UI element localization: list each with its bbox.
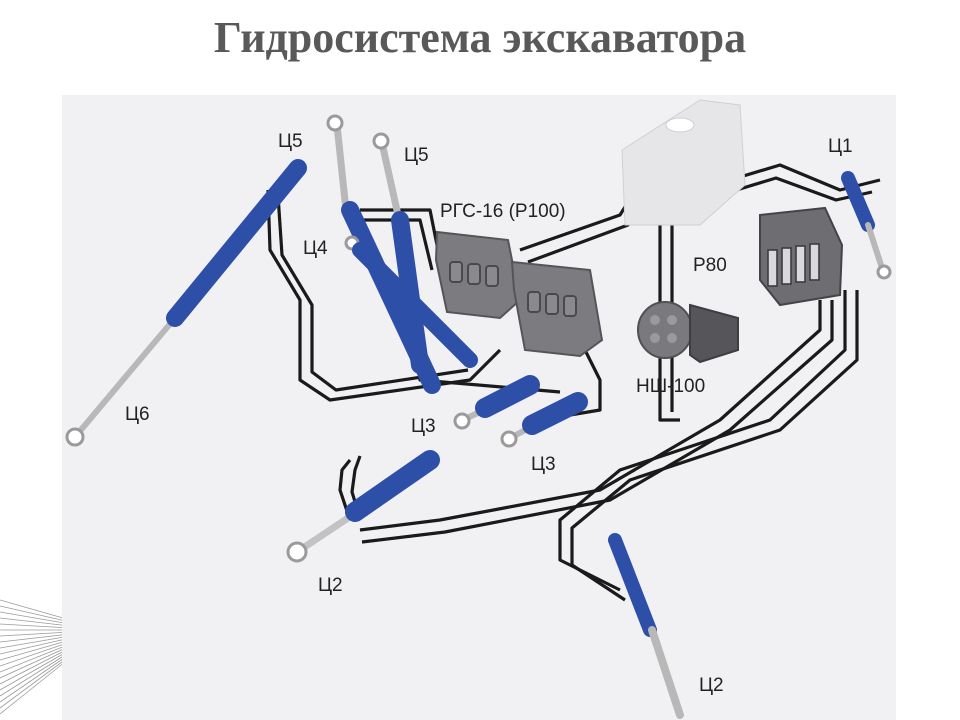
label-c1: Ц1 [828, 136, 853, 157]
slide-corner-decoration [0, 599, 71, 715]
valve-block-icon [434, 230, 604, 358]
label-rgs-16: РГС-16 (Р100) [440, 201, 566, 222]
hydraulic-cylinder-icon [65, 114, 892, 719]
label-c2-bottom: Ц2 [699, 675, 724, 696]
pump-icon [637, 301, 739, 364]
label-c3-right: Ц3 [531, 454, 556, 475]
label-c5-right: Ц5 [404, 145, 429, 166]
slide-title: Гидросистема экскаватора [213, 13, 747, 62]
tank-icon [621, 99, 746, 226]
valve-block-icon [759, 206, 844, 307]
label-c4: Ц4 [303, 238, 328, 259]
label-c3-left: Ц3 [411, 416, 436, 437]
label-c2-left: Ц2 [318, 575, 343, 596]
label-p80: Р80 [693, 255, 727, 276]
excavator-hydraulic-diagram: Ц5 Ц5 Ц4 Ц6 Ц3 Ц3 Ц2 Ц2 Ц1 РГС-16 (Р100)… [62, 95, 896, 720]
label-nsh-100: НШ-100 [636, 376, 705, 397]
label-c5-left: Ц5 [278, 131, 303, 152]
label-c6: Ц6 [125, 404, 150, 425]
